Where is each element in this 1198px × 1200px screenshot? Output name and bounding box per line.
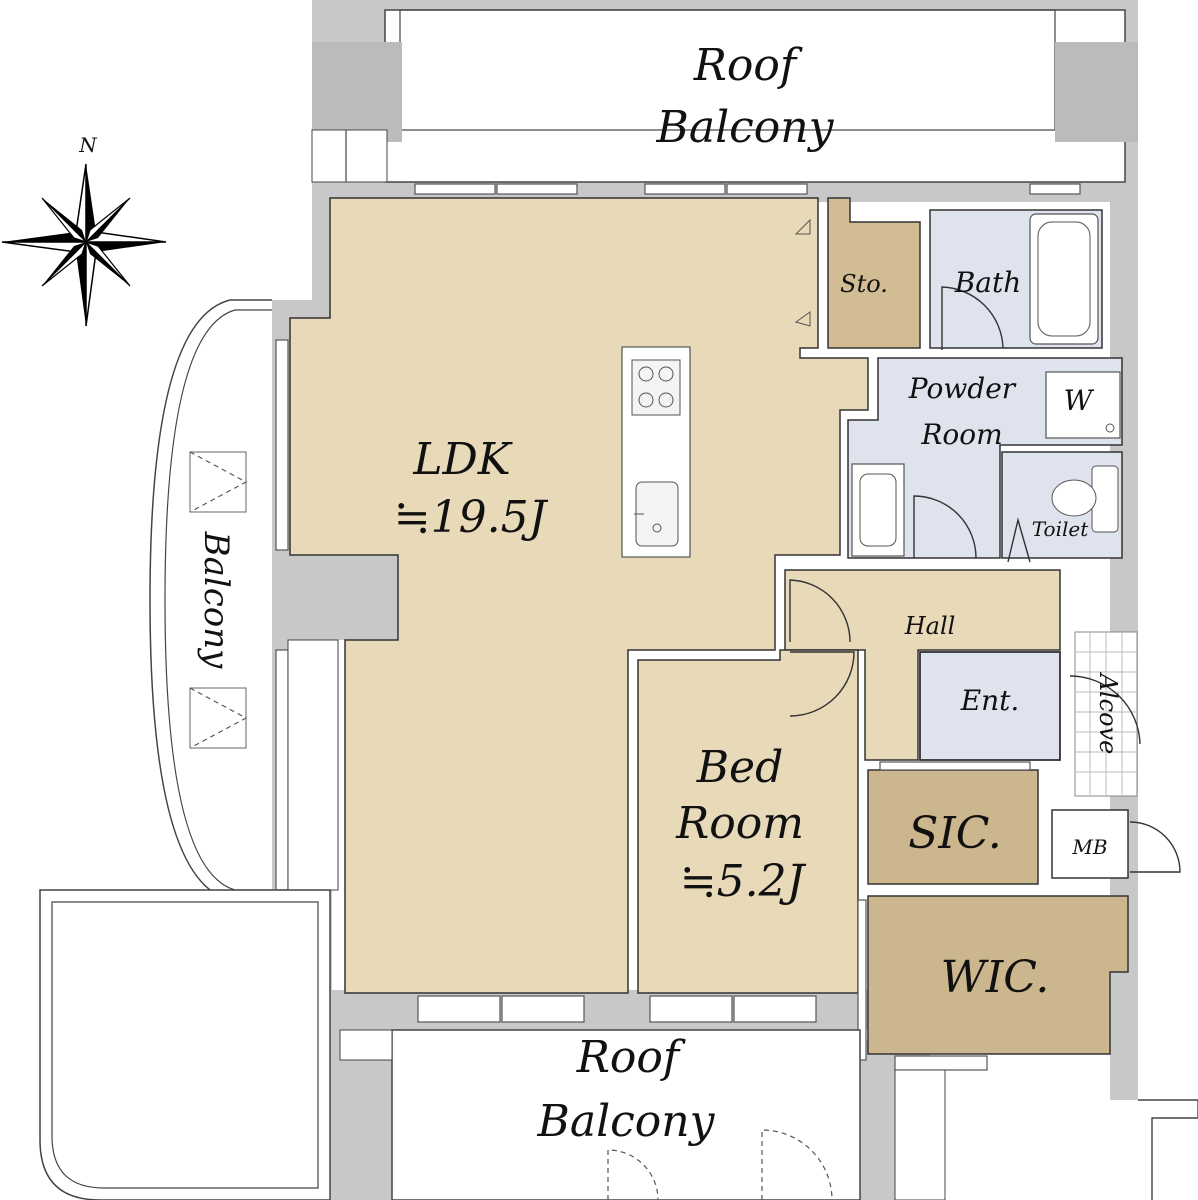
washer-label: W [1064, 384, 1095, 417]
toilet-label: Toilet [1032, 517, 1089, 541]
bottom-windows [417, 995, 988, 1071]
sic-closet: SIC. [867, 761, 1039, 885]
toilet-room: Toilet [1001, 451, 1123, 563]
entrance: Ent. [919, 651, 1061, 761]
balcony-west-label: Balcony [196, 531, 236, 670]
bottom-left-terrace [39, 889, 331, 1200]
ldk-size: ≒19.5J [394, 492, 549, 543]
powder-room-label-1: Powder [908, 372, 1017, 405]
bedroom-label-1: Bed [696, 742, 784, 793]
mb-label: MB [1071, 835, 1107, 859]
compass-rose-icon: N [1, 133, 167, 327]
wic-label: WIC. [941, 952, 1050, 1003]
roof-balcony-bottom: Roof Balcony [339, 1029, 1198, 1200]
north-label: N [78, 133, 98, 157]
storage-label: Sto. [840, 270, 888, 298]
mb-box: MB [1051, 809, 1181, 879]
washer-icon [1045, 371, 1121, 439]
entrance-label: Ent. [960, 684, 1020, 717]
alcove-label: Alcove [1094, 672, 1122, 755]
powder-room-label-2: Room [920, 418, 1002, 451]
bath-room: Bath [929, 209, 1103, 350]
bedroom-label-2: Room [675, 798, 804, 849]
roof-balcony-top: Roof Balcony [311, 9, 1138, 183]
top-windows [414, 183, 1081, 195]
bath-label: Bath [954, 266, 1022, 299]
bedroom-size: ≒5.2J [680, 856, 807, 907]
wic-closet: WIC. [867, 895, 1129, 1055]
roof-balcony-top-label-2: Balcony [656, 102, 835, 153]
bedroom: Bed Room ≒5.2J [637, 649, 867, 1061]
storage-room: Sto. [827, 197, 921, 349]
toilet-bowl-icon [1051, 479, 1097, 517]
roof-balcony-bottom-label-2: Balcony [537, 1096, 716, 1147]
stove-icon [631, 359, 681, 416]
roof-balcony-bottom-label-1: Roof [576, 1032, 686, 1083]
bathtub-icon [1029, 213, 1099, 345]
ldk-room: LDK ≒19.5J [289, 197, 869, 994]
powder-room: W Powder Room [847, 357, 1123, 559]
sic-label: SIC. [908, 808, 1002, 859]
hall-label: Hall [904, 612, 956, 640]
ldk-label: LDK [412, 434, 512, 485]
alcove: Alcove [1069, 631, 1141, 797]
west-balcony: Balcony [149, 299, 339, 901]
roof-balcony-top-label-1: Roof [693, 40, 803, 91]
